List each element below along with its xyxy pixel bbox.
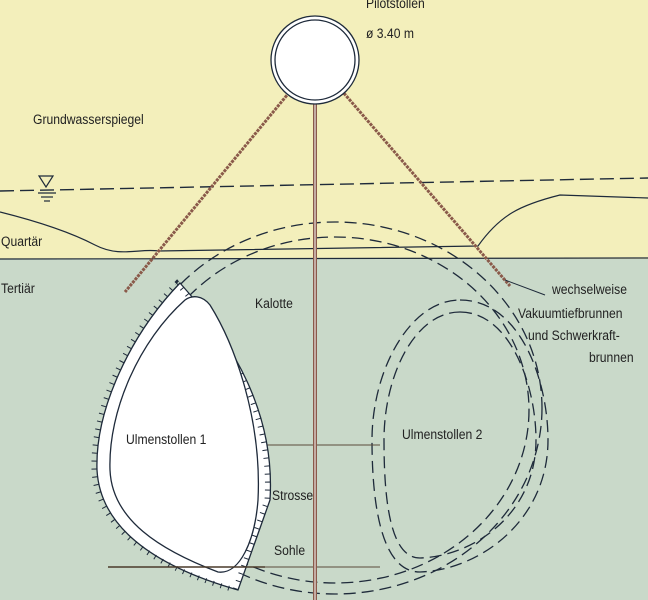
ulmenstollen-2-outer: [371, 299, 549, 573]
ulmenstollen-2-label: Ulmenstollen 2: [402, 427, 483, 442]
wells-label-line4: brunnen: [589, 350, 634, 365]
wells-leader-line: [504, 279, 546, 296]
kalotte-label: Kalotte: [255, 296, 293, 311]
groundwater-label: Grundwasserspiegel: [33, 112, 144, 127]
well-left: [123, 82, 299, 293]
ulmenstollen-2-inner: [383, 311, 537, 559]
wells-label-line3: und Schwerkraft-: [528, 328, 620, 343]
ulmenstollen-1-label: Ulmenstollen 1: [126, 432, 207, 447]
strosse-label: Strosse: [272, 488, 314, 503]
groundwater-line: [0, 177, 648, 192]
water-level-icon: [37, 175, 56, 202]
well-right: [334, 83, 512, 287]
quartaer-label: Quartär: [1, 234, 43, 249]
drawdown-curve: [0, 194, 648, 253]
pilot-diameter-label: ø 3.40 m: [366, 26, 414, 41]
pilot-tunnel-label: Pilotstollen: [366, 0, 425, 11]
wells-label-line2: Vakuumtiefbrunnen: [518, 306, 623, 321]
tertiaer-label: Tertiär: [1, 281, 35, 296]
sohle-label: Sohle: [274, 543, 306, 558]
wells-label-line1: wechselweise: [552, 282, 627, 297]
layer-boundary: [0, 257, 648, 260]
pilot-tunnel-inner: [274, 19, 356, 101]
